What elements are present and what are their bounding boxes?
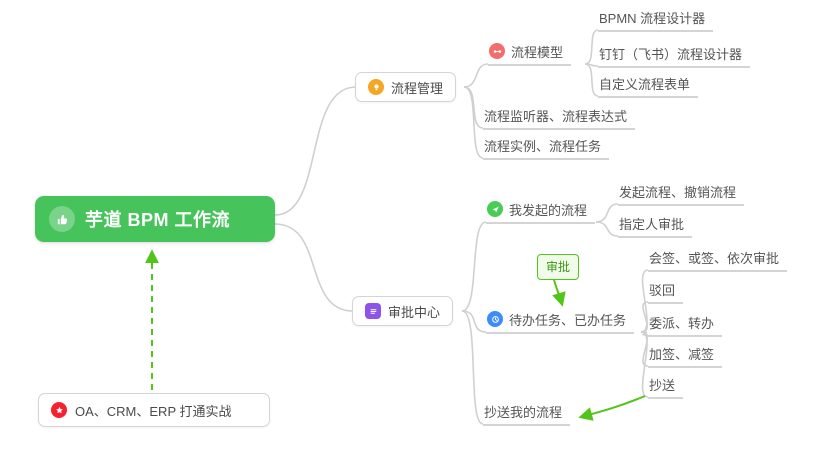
- node-countersign[interactable]: 会签、或签、依次审批: [648, 248, 788, 272]
- node-process-management[interactable]: 流程管理: [355, 72, 457, 102]
- node-add-remove-sign[interactable]: 加签、减签: [648, 344, 723, 368]
- node-label: 抄送: [649, 377, 676, 393]
- node-initiate-cancel[interactable]: 发起流程、撤销流程: [618, 182, 745, 206]
- node-dingtalk-designer[interactable]: 钉钉（飞书）流程设计器: [598, 44, 751, 68]
- clock-icon: [487, 311, 503, 327]
- star-icon: [51, 402, 67, 418]
- node-instance-task[interactable]: 流程实例、流程任务: [483, 136, 610, 160]
- node-label: OA、CRM、ERP 打通实战: [75, 403, 232, 419]
- node-label: 钉钉（飞书）流程设计器: [599, 46, 743, 62]
- node-label: 流程实例、流程任务: [484, 138, 602, 154]
- node-cc-my-process[interactable]: 抄送我的流程: [483, 402, 571, 426]
- node-custom-form[interactable]: 自定义流程表单: [598, 74, 699, 98]
- node-reject[interactable]: 驳回: [648, 280, 684, 304]
- node-label: 会签、或签、依次审批: [649, 250, 780, 266]
- node-label: 待办任务、已办任务: [509, 312, 627, 328]
- node-cc[interactable]: 抄送: [648, 375, 684, 399]
- node-label: 发起流程、撤销流程: [619, 184, 737, 200]
- node-label: 委派、转办: [649, 315, 715, 331]
- send-plane-icon: [487, 201, 503, 217]
- node-label: 驳回: [649, 282, 676, 298]
- node-label: 指定人审批: [619, 216, 685, 232]
- node-label: 流程管理: [391, 80, 444, 96]
- root-node-label: 芋道 BPM 工作流: [85, 210, 231, 230]
- node-my-initiated[interactable]: 我发起的流程: [486, 200, 596, 224]
- node-approval-center[interactable]: 审批中心: [352, 296, 454, 326]
- arrow-cc-to-ccme: [578, 395, 646, 421]
- node-oa-crm-erp[interactable]: OA、CRM、ERP 打通实战: [38, 393, 270, 427]
- node-label: 审批中心: [388, 304, 441, 320]
- node-todo-done-tasks[interactable]: 待办任务、已办任务: [486, 310, 635, 334]
- node-label: 流程监听器、流程表达式: [484, 108, 628, 124]
- node-assignee-approval[interactable]: 指定人审批: [618, 214, 693, 238]
- approval-badge-label: 审批: [546, 260, 571, 274]
- node-label: BPMN 流程设计器: [599, 10, 706, 26]
- node-delegate-transfer[interactable]: 委派、转办: [648, 313, 723, 337]
- node-label: 抄送我的流程: [484, 404, 563, 420]
- node-label: 加签、减签: [649, 346, 715, 362]
- thumbs-up-icon: [49, 206, 75, 232]
- arrow-badge-to-tasks: [552, 279, 566, 307]
- flow-link-icon: [489, 43, 505, 59]
- node-label: 我发起的流程: [509, 202, 588, 218]
- node-bpmn-designer[interactable]: BPMN 流程设计器: [598, 8, 714, 32]
- node-label: 自定义流程表单: [599, 76, 691, 92]
- checklist-icon: [365, 303, 381, 319]
- root-node[interactable]: 芋道 BPM 工作流: [35, 196, 275, 242]
- lightbulb-icon: [368, 79, 384, 95]
- node-listener-expression[interactable]: 流程监听器、流程表达式: [483, 106, 636, 130]
- approval-badge[interactable]: 审批: [537, 254, 580, 280]
- branch-curves: [274, 29, 649, 425]
- node-process-model[interactable]: 流程模型: [488, 42, 572, 66]
- node-label: 流程模型: [511, 44, 564, 60]
